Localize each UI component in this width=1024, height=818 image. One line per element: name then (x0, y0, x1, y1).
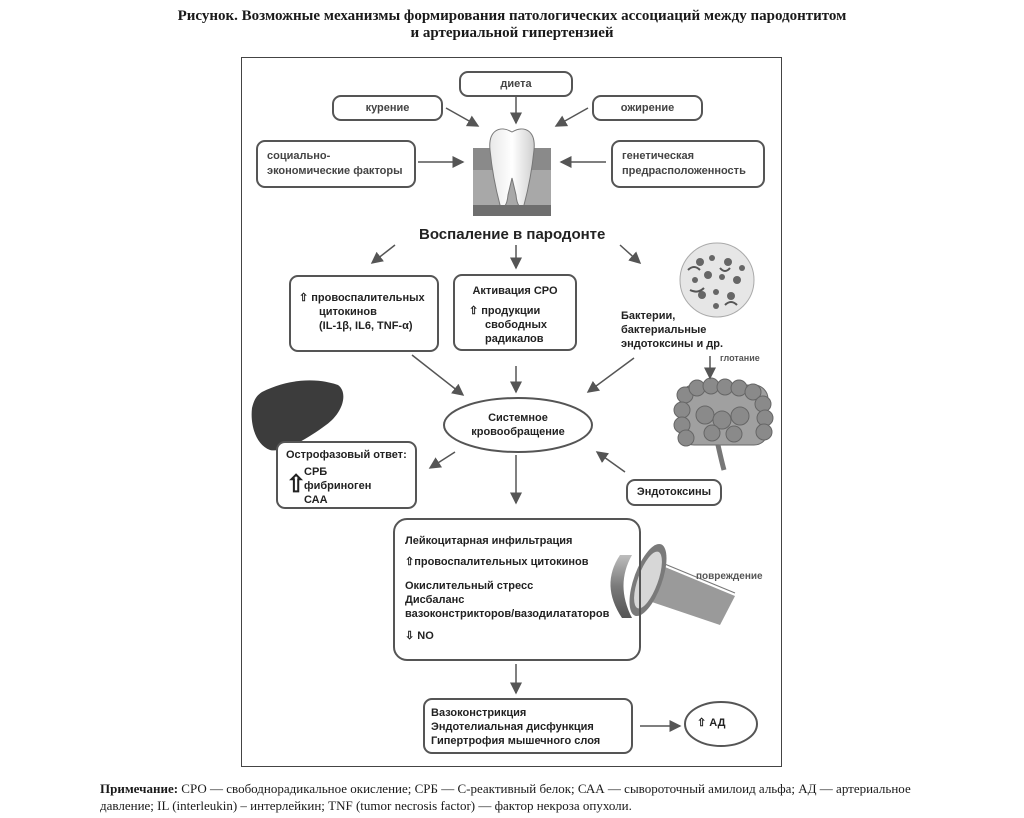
acute-phase-item: фибриноген (304, 480, 372, 492)
tooth-illustration (473, 128, 551, 216)
cytokines-line3: (IL-1β, IL6, TNF-α) (319, 320, 413, 332)
bp-text: АД (709, 717, 726, 729)
figure-title: Рисунок. Возможные механизмы формировани… (0, 8, 1024, 42)
bacteria-illustration (679, 242, 755, 318)
bacteria-line2: бактериальные (621, 324, 707, 336)
bacteria-line1: Бактерии, (621, 310, 676, 322)
genetic-line2: предрасположенность (622, 165, 746, 177)
vascular-box: Лейкоцитарная инфильтрация ⇧провоспалите… (393, 518, 641, 661)
bacteria-line3: эндотоксины и др. (621, 338, 724, 350)
figure-note: Примечание: СРО — свободнорадикальное ок… (100, 780, 960, 814)
outcome-box: Вазоконстрикция Эндотелиальная дисфункци… (423, 698, 633, 754)
bp-label: ⇧ АД (697, 716, 725, 729)
cro-box: Активация СРО ⇧ продукции свободных ради… (453, 274, 577, 351)
smoking-box: курение (332, 95, 443, 121)
vascular-line4: Дисбаланс (405, 594, 465, 606)
endotoxins-box: Эндотоксины (626, 479, 722, 506)
figure-title-line1: Рисунок. Возможные механизмы формировани… (177, 8, 847, 24)
up-arrow-icon: ⇧ (697, 717, 707, 729)
cro-line2: свободных (485, 319, 547, 331)
cro-line3: радикалов (485, 333, 544, 345)
systemic-line1: Системное (488, 412, 548, 424)
diagram-frame (241, 57, 782, 767)
genetic-line1: генетическая (622, 150, 694, 162)
socioeconomic-line1: социально- (267, 150, 331, 162)
vascular-line3: Окислительный стресс (405, 580, 534, 592)
systemic-ellipse (443, 397, 593, 453)
note-label: Примечание: (100, 781, 179, 796)
socioeconomic-box: социально- экономические факторы (256, 140, 416, 188)
swallow-label: глотание (720, 353, 760, 363)
down-arrow-icon: ⇩ (405, 630, 415, 642)
cytokines-line2: цитокинов (319, 306, 377, 318)
outcome-line3: Гипертрофия мышечного слоя (431, 735, 601, 747)
outcome-line2: Эндотелиальная дисфункция (431, 721, 594, 733)
cytokines-box: ⇧ провоспалительных цитокинов (IL-1β, IL… (289, 275, 439, 352)
figure-title-line2: и артериальной гипертензией (410, 25, 614, 41)
vascular-line2: провоспалительных цитокинов (414, 556, 589, 568)
bp-ellipse (684, 701, 758, 747)
acute-phase-header: Острофазовый ответ: (286, 449, 407, 461)
up-arrow-icon: ⇧ (469, 305, 479, 317)
acute-phase-box: Острофазовый ответ: ⇧ СРБ фибриноген САА (276, 441, 417, 509)
outcome-line1: Вазоконстрикция (431, 707, 527, 719)
inflammation-label: Воспаление в пародонте (419, 226, 606, 243)
systemic-text: Системное кровообращение (444, 411, 592, 439)
cro-header: Активация СРО (472, 285, 558, 297)
up-arrow-icon: ⇧ (405, 556, 415, 568)
vascular-line6: NO (417, 630, 434, 642)
vessel-illustration (610, 543, 736, 625)
endotoxins-label: Эндотоксины (636, 486, 712, 498)
obesity-box: ожирение (592, 95, 703, 121)
genetic-box: генетическая предрасположенность (611, 140, 765, 188)
up-arrow-icon: ⇧ (299, 292, 309, 304)
arrows (370, 96, 716, 732)
acute-phase-item: СРБ (304, 466, 328, 478)
smoking-label: курение (365, 102, 410, 114)
acute-phase-item: САА (304, 494, 328, 506)
vascular-line1: Лейкоцитарная инфильтрация (405, 535, 573, 547)
damage-label: повреждение (696, 571, 763, 582)
diet-box: диета (459, 71, 573, 97)
obesity-label: ожирение (620, 102, 675, 114)
liver-illustration (251, 380, 344, 451)
cytokines-line1: провоспалительных (311, 292, 425, 304)
socioeconomic-line2: экономические факторы (267, 165, 403, 177)
intestine-illustration (673, 377, 774, 471)
up-arrow-icon: ⇧ (286, 471, 307, 498)
note-text: СРО — свободнорадикальное окисление; СРБ… (100, 781, 911, 813)
cro-line1: продукции (481, 305, 541, 317)
bacteria-text: Бактерии, бактериальные эндотоксины и др… (621, 309, 723, 351)
vascular-line5: вазоконстрикторов/вазодилататоров (405, 608, 610, 620)
systemic-line2: кровообращение (471, 426, 565, 438)
diet-label: диета (500, 78, 532, 90)
